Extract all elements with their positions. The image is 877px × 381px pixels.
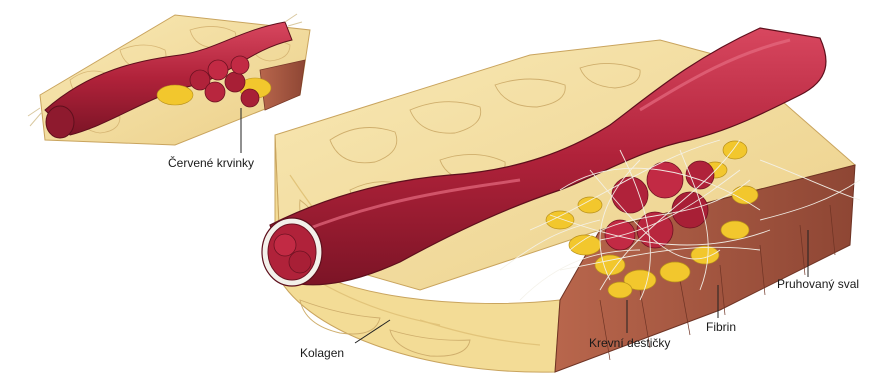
small-vessel-opening [46,106,74,138]
label-fibrin: Fibrin [706,320,736,334]
label-striated-muscle: Pruhovaný sval [777,277,859,291]
label-platelets: Krevní destičky [589,336,670,350]
label-red-blood-cells: Červené krvinky [168,156,254,170]
label-collagen: Kolagen [300,346,344,360]
large-vessel-diagram [241,28,860,372]
small-vessel-diagram [28,14,310,145]
